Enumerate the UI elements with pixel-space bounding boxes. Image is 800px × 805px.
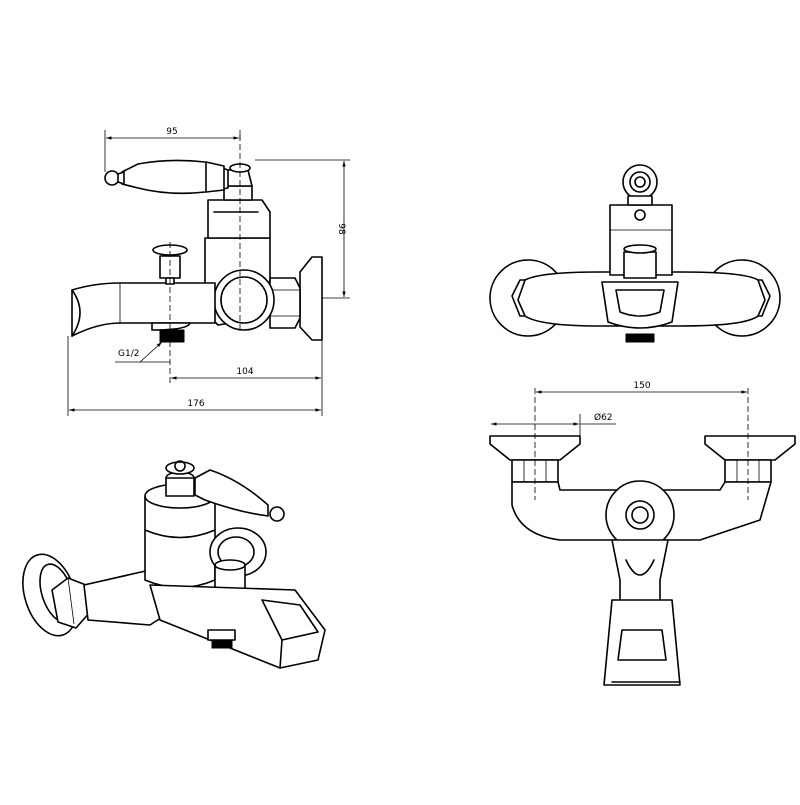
handle-knob bbox=[104, 170, 120, 186]
dim-height: 98 bbox=[336, 223, 346, 235]
iso-cartridge bbox=[144, 495, 216, 589]
front-view bbox=[489, 164, 781, 343]
dim-handle-offset: 95 bbox=[166, 127, 177, 137]
front-diverter bbox=[623, 251, 657, 279]
side-view: 95 98 G1/2 104 176 bbox=[67, 127, 350, 416]
hex-nut bbox=[269, 277, 301, 329]
wall-flange bbox=[299, 256, 323, 341]
dim-spout-to-thread: 104 bbox=[236, 367, 253, 377]
front-handle-knob bbox=[622, 164, 658, 200]
iso-lever bbox=[194, 469, 269, 517]
thread-outlet bbox=[159, 329, 185, 343]
top-right-flange bbox=[704, 435, 796, 461]
cartridge-housing bbox=[207, 199, 271, 239]
diverter-ring bbox=[213, 269, 275, 331]
top-cartridge bbox=[605, 480, 675, 550]
iso-handle-knob bbox=[269, 506, 285, 522]
diverter-knob bbox=[159, 255, 181, 279]
front-spout bbox=[601, 281, 679, 329]
dim-flange-diameter: Ø62 bbox=[594, 412, 613, 423]
iso-spout bbox=[149, 584, 326, 669]
spout bbox=[71, 282, 216, 337]
dim-overall-length: 176 bbox=[187, 399, 204, 409]
lever-handle bbox=[121, 159, 229, 195]
dim-thread: G1/2 bbox=[118, 349, 139, 359]
isometric-view bbox=[22, 460, 326, 669]
dim-centers: 150 bbox=[633, 381, 650, 391]
top-view: 150 Ø62 bbox=[489, 381, 796, 686]
